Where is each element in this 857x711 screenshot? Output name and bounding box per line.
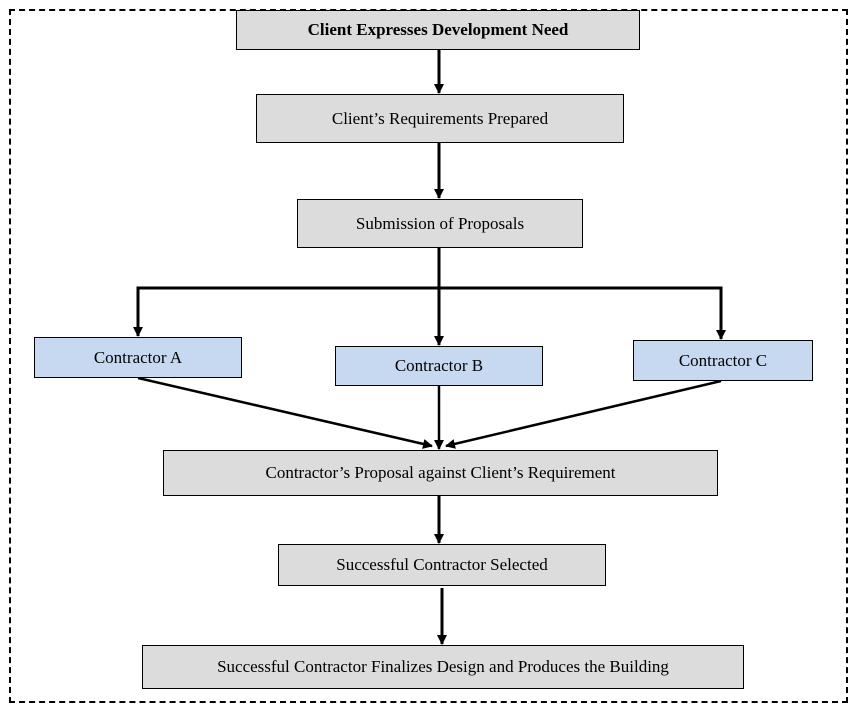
contractor-a-box: Contractor A <box>34 337 242 378</box>
step-finalize-and-build: Successful Contractor Finalizes Design a… <box>142 645 744 689</box>
step-requirements-prepared: Client’s Requirements Prepared <box>256 94 624 143</box>
arrow-contractor-a-to-evaluation <box>137 376 433 449</box>
arrow-contractor-c-to-evaluation <box>445 379 722 449</box>
step-contractor-selected: Successful Contractor Selected <box>278 544 606 586</box>
contractor-c-box: Contractor C <box>633 340 813 381</box>
step-client-need: Client Expresses Development Need <box>236 10 640 50</box>
step-submission-of-proposals: Submission of Proposals <box>297 199 583 248</box>
arrow-to-contractor-a <box>133 286 439 337</box>
arrow-to-contractor-c <box>439 286 726 340</box>
step-proposal-evaluation: Contractor’s Proposal against Client’s R… <box>163 450 718 496</box>
contractor-b-box: Contractor B <box>335 346 543 386</box>
